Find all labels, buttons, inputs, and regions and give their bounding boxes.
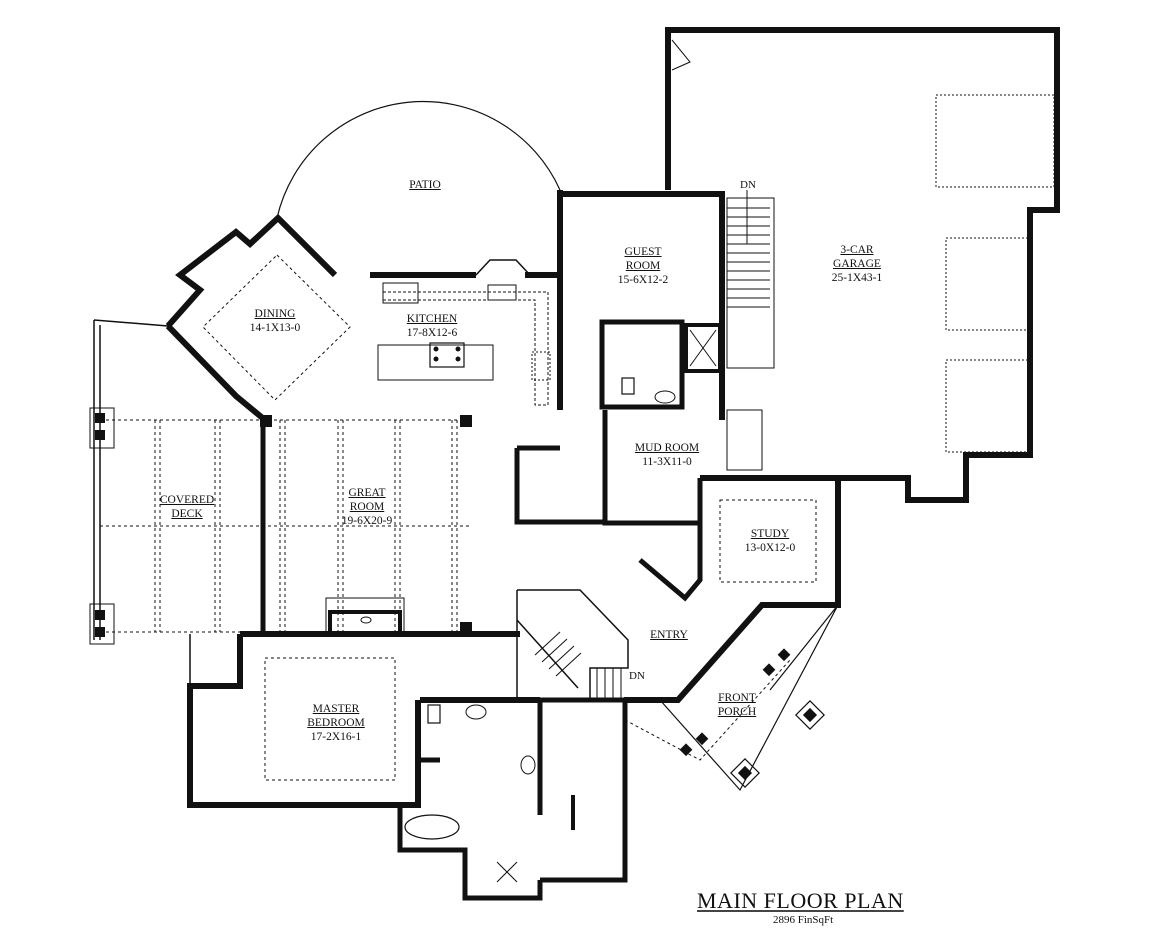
front-porch-outline: [659, 604, 839, 792]
main-stair: [516, 589, 629, 700]
guest-room-walls: [557, 190, 725, 420]
patio-arc: [276, 100, 561, 219]
mud-room-walls: [514, 410, 700, 526]
covered-deck-walls: [93, 319, 169, 640]
plan-title: MAIN FLOOR PLAN: [697, 888, 904, 913]
dining-north-walls: [165, 213, 560, 328]
room-label-dining: DINING 14-1X13-0: [249, 308, 301, 334]
room-label-entry: ENTRY: [650, 629, 688, 641]
garage-walls: [665, 27, 1060, 503]
garage-stair-treads: [727, 190, 770, 308]
master-bedroom-walls: [187, 631, 540, 808]
ceiling-beams: [100, 419, 470, 633]
room-label-study: STUDY 13-0X12-0: [744, 528, 796, 554]
master-bath-walls: [397, 697, 628, 901]
room-label-patio: PATIO: [409, 179, 441, 191]
room-label-garage: 3-CAR GARAGE 25-1X43-1: [831, 244, 883, 284]
room-label-covered-deck: COVERED DECK: [159, 494, 215, 520]
room-label-great-room: GREAT ROOM 19-6X20-9: [341, 487, 393, 527]
garage-stair-dn-label: DN: [740, 179, 756, 191]
plan-area: 2896 FinSqFt: [773, 914, 834, 926]
room-label-master-bedroom: MASTER BEDROOM 17-2X16-1: [307, 703, 365, 743]
room-label-kitchen: KITCHEN 17-8X12-6: [406, 313, 458, 339]
porch-columns: [679, 648, 825, 788]
room-label-mud-room: MUD ROOM 11-3X11-0: [634, 442, 700, 468]
room-label-front-porch: FRONT PORCH: [717, 692, 757, 718]
room-label-guest-room: GUEST ROOM 15-6X12-2: [617, 246, 669, 286]
main-stair-dn-label: DN: [629, 670, 645, 682]
